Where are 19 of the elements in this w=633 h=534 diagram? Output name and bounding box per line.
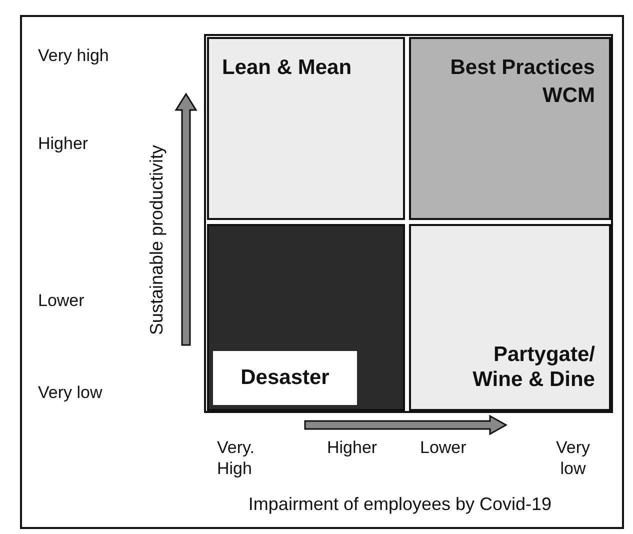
quadrant [409,224,611,411]
label-box: Desaster [213,351,357,405]
quadrant-title: Partygate/ Wine & Dine [472,342,595,392]
axis-tick-label: Higher [38,133,88,154]
axis-tick-label: Very low [554,437,592,479]
axis-tick-label: Higher [327,437,378,458]
axis-tick-label: Lower [38,290,84,311]
quadrant [207,37,405,220]
quadrant-title: WCM [542,83,595,108]
quadrant-title: Lean & Mean [222,55,352,80]
axis-tick-label: Lower [420,437,466,458]
quadrant [207,224,405,411]
axis-tick-label: Very low [38,382,102,403]
axis-tick-label: Very high [38,45,109,66]
axis-title: Sustainable productivity [146,144,168,336]
axis-tick-label: Very. High [217,437,256,479]
quadrant [409,37,611,220]
axis-title: Impairment of employees by Covid-19 [247,494,553,515]
quadrant-title: Best Practices [450,55,595,80]
